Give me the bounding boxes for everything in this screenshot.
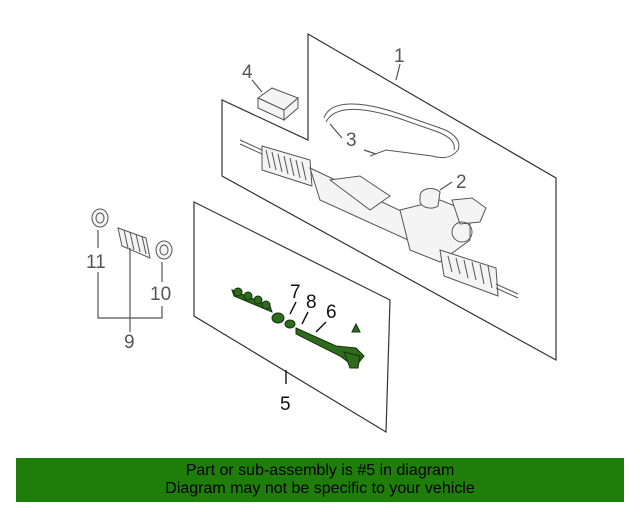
control-module-part [257, 87, 299, 122]
parts-diagram: 1 2 3 4 5 6 7 8 9 10 11 [86, 32, 557, 434]
banner-line-2: Diagram may not be specific to your vehi… [165, 480, 475, 497]
leader-3b [363, 149, 377, 155]
info-banner: Part or sub-assembly is #5 in diagram Di… [16, 458, 624, 502]
steering-rack-part [239, 139, 519, 299]
callout-1: 1 [394, 46, 405, 67]
hydraulic-line-part-edge [325, 109, 455, 151]
callout-6: 6 [326, 302, 337, 323]
boot-part-9 [117, 227, 151, 259]
callout-2: 2 [456, 172, 467, 193]
cotter-pin-part [351, 322, 361, 333]
clip-part [419, 188, 441, 209]
clamp-part-10 [155, 240, 173, 260]
leader-8 [301, 311, 309, 325]
leader-6 [315, 321, 327, 333]
leader-2 [439, 181, 453, 191]
washer-part-8 [284, 319, 296, 329]
hydraulic-line-part [323, 103, 460, 159]
leader-1 [395, 63, 401, 81]
leader-3a [329, 123, 343, 139]
tie-rod-panel [193, 201, 391, 434]
tie-rod-end-part [295, 327, 365, 369]
banner-line-1: Part or sub-assembly is #5 in diagram [185, 462, 455, 479]
nut-part-7 [271, 312, 285, 324]
clamp-part-11 [91, 208, 109, 228]
callout-10: 10 [150, 284, 171, 305]
leader-4 [251, 79, 263, 93]
callout-5: 5 [280, 394, 291, 415]
callout-9: 9 [124, 332, 135, 353]
leader-7 [289, 301, 297, 315]
callout-8: 8 [306, 292, 317, 313]
tie-rod-assembly-part [231, 287, 273, 313]
callout-3: 3 [346, 130, 357, 151]
callout-7: 7 [290, 282, 301, 303]
callout-4: 4 [242, 62, 253, 83]
callout-11: 11 [86, 252, 106, 273]
